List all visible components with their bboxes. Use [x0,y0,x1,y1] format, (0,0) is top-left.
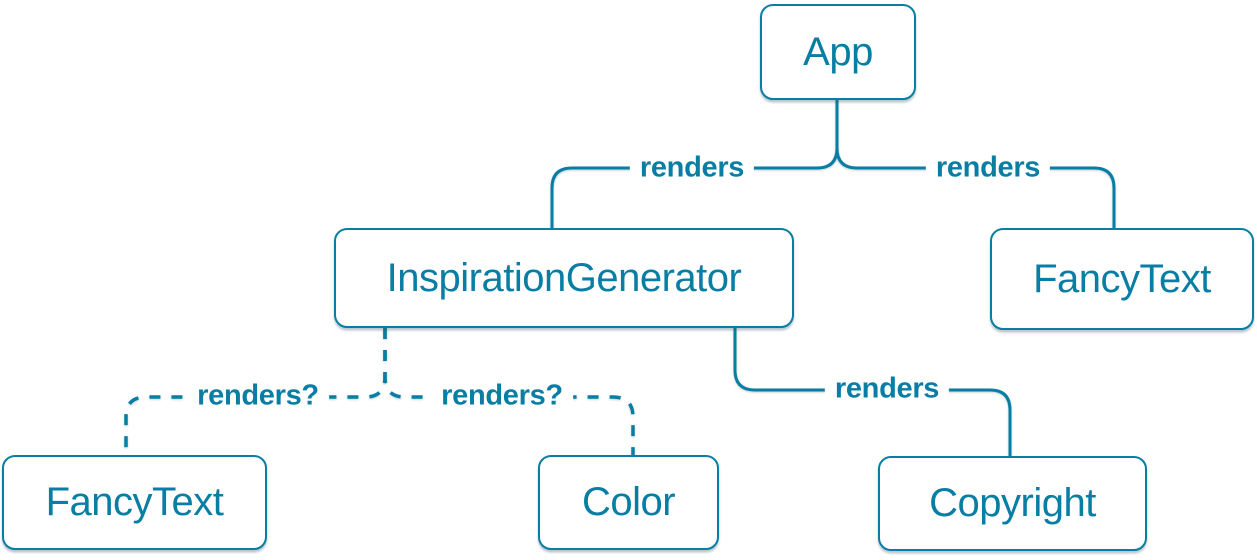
node-fancy-text-top: FancyText [990,228,1254,330]
node-app-label: App [803,29,873,74]
node-inspiration-generator-label: InspirationGenerator [386,255,742,300]
edge-label-inspirationgenerator-fancytext: renders? [187,379,329,413]
node-fancy-text-bottom-label: FancyText [45,480,224,524]
node-copyright-label: Copyright [929,481,1096,525]
node-fancy-text-top-label: FancyText [1033,256,1211,301]
node-color: Color [538,455,719,550]
edge-label-app-inspirationgenerator: renders [629,151,755,185]
edge-label-inspirationgenerator-copyright: renders [824,372,950,406]
edge-label-inspirationgenerator-color: renders? [431,379,573,413]
edge-label-app-fancytext: renders [925,151,1051,185]
node-color-label: Color [581,480,676,524]
node-fancy-text-bottom: FancyText [2,455,267,550]
node-inspiration-generator: InspirationGenerator [334,228,794,328]
node-copyright: Copyright [878,456,1147,551]
node-app: App [760,4,916,100]
